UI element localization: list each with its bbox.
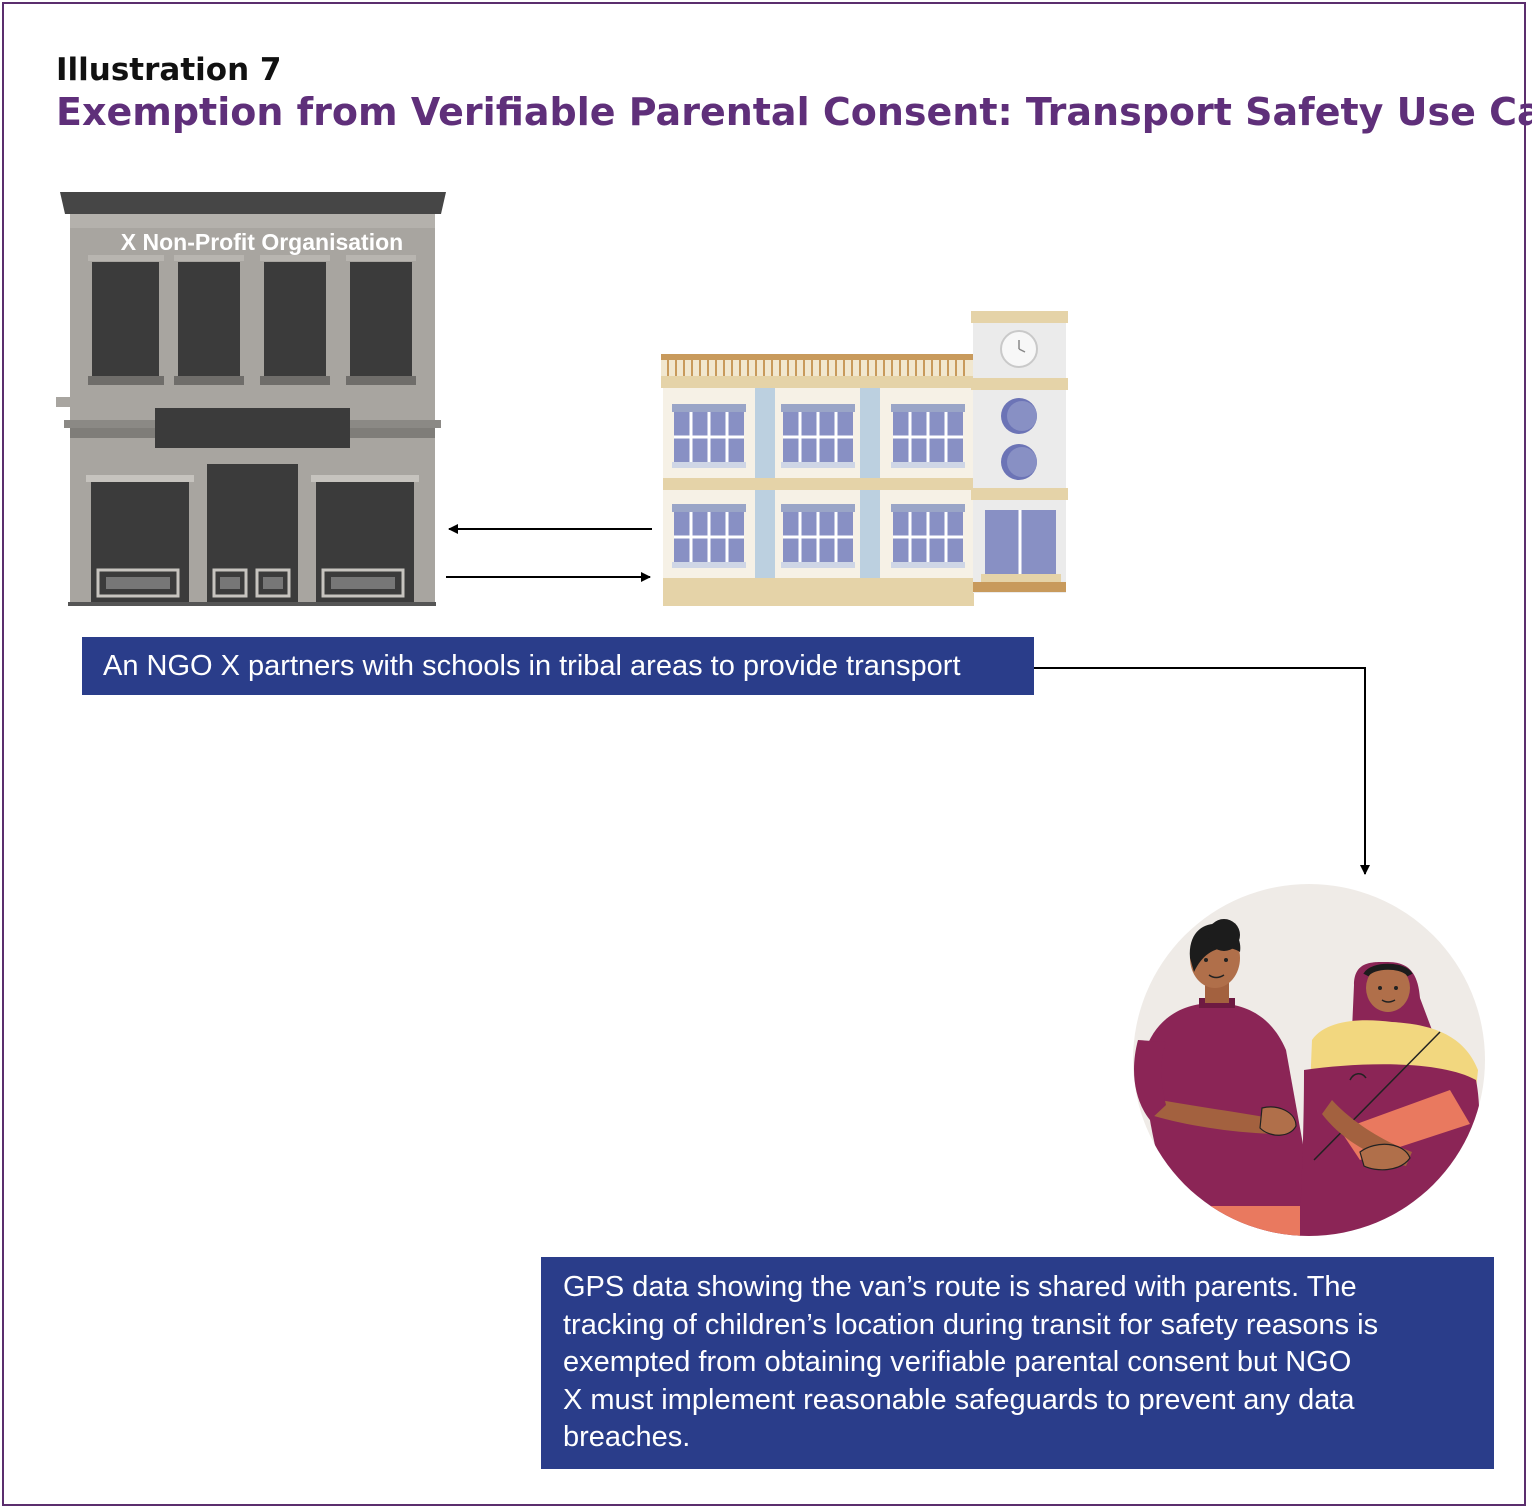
illustration-number: Illustration 7 (56, 52, 282, 88)
illustration-title: Exemption from Verifiable Parental Conse… (56, 90, 1532, 134)
gps-caption-line: tracking of children’s location during t… (563, 1308, 1379, 1341)
gps-caption-line: exempted from obtaining verifiable paren… (563, 1346, 1352, 1378)
parents-illustration (1133, 884, 1485, 1236)
ngo-sign: X Non-Profit Organisation (121, 229, 403, 255)
arrow-to-parents (1034, 667, 1370, 875)
partnership-caption: An NGO X partners with schools in tribal… (82, 637, 1034, 695)
gps-data-caption: GPS data showing the van’s route is shar… (541, 1257, 1494, 1469)
gps-caption-line: breaches. (563, 1421, 691, 1453)
ngo-building-icon (56, 192, 446, 606)
school-building-icon (661, 311, 1068, 606)
gps-caption-line: X must implement reasonable safeguards t… (563, 1383, 1355, 1416)
gps-caption-line: GPS data showing the van’s route is shar… (563, 1271, 1357, 1303)
